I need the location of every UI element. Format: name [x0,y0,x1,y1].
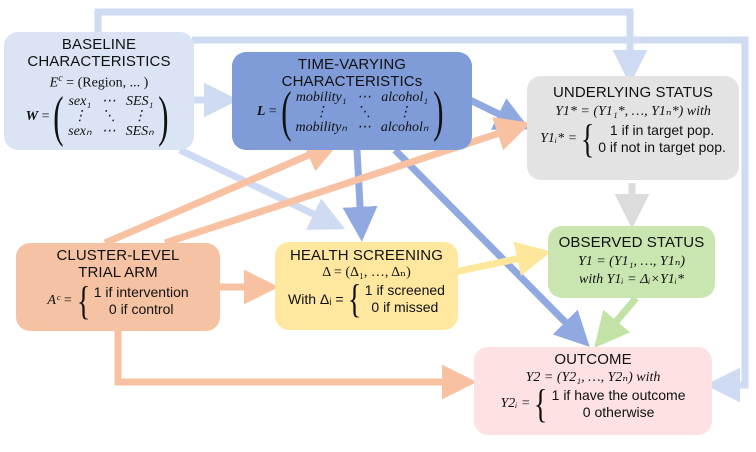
l-matrix-grid: mobility₁ ⋯ alcohol₁ ⋮ ⋱ ⋮ mobilityₙ ⋯ a… [295,90,428,135]
y1i-case-1: 1 if in target pop. [609,122,715,138]
node-cluster-level-trial-arm: CLUSTER-LEVEL TRIAL ARM Aᶜ = { 1 if inte… [16,243,220,331]
delta-brace: { [347,276,361,321]
y2i-lhs: Y2ᵢ = [500,396,531,411]
y1i-brace: { [580,116,595,161]
y1i-lhs: Y1ᵢ* = [540,131,578,146]
arrow-baseline-to-screening [178,146,346,230]
observed-y1-definition: Y1 = (Y1₁, …, Y1ₙ) [577,254,686,269]
node-health-screening: HEALTH SCREENING Δ = (Δ₁, …, Δₙ) With Δᵢ… [275,242,458,330]
y2i-brace: { [534,381,548,426]
screening-delta-definition: Δ = (Δ₁, …, Δₙ) [322,265,411,280]
ac-case-2: 0 if control [108,301,174,317]
delta-lhs: With Δᵢ = [288,291,344,307]
y2i-cases: 1 if have the outcome 0 otherwise [552,387,686,421]
outcome-y2i-cases: Y2ᵢ = { 1 if have the outcome 0 otherwis… [474,384,712,424]
arrow-timevarying-to-screening [342,149,378,242]
cluster-title-line1: CLUSTER-LEVEL [56,247,180,264]
w-cell: ⋯ [101,94,116,110]
l-equals: = [265,104,277,119]
timevarying-title-line1: TIME-VARYING [297,56,407,73]
underlying-title: UNDERLYING STATUS [552,84,714,101]
baseline-title-line1: BASELINE [61,36,137,53]
ac-case-1: 1 if intervention [93,284,189,300]
w-cell: ⋯ [101,124,116,140]
observed-title: OBSERVED STATUS [558,234,705,251]
arrow-timevarying-to-underlying [468,96,531,130]
screening-delta-cases: With Δᵢ = { 1 if screened 0 if missed [275,279,458,319]
baseline-ec-expression: Ec = (Region, ... ) [4,70,194,93]
y1i-case-2: 0 if not in target pop. [598,139,726,155]
y1i-cases: 1 if in target pop. 0 if not in target p… [598,122,726,156]
l-cell: ⋯ [356,119,371,135]
delta-case-2: 0 if missed [371,299,439,315]
observed-with-definition: with Y1ᵢ = Δᵢ×Y1ᵢ* [579,272,684,287]
node-time-varying-characteristics: TIME-VARYING CHARACTERISTICs L = ( mobil… [232,52,472,150]
w-cell: sexₙ [68,124,92,140]
l-cell: ⋯ [356,89,371,105]
l-cell: mobilityₙ [295,119,347,135]
node-baseline-characteristics: BASELINE CHARACTERISTICS Ec = (Region, .… [4,32,194,150]
w-cell: ⋮ [72,109,87,125]
outcome-title: OUTCOME [554,351,632,368]
l-cell: alcohol₁ [381,89,429,105]
l-cell: alcoholₙ [380,119,429,135]
l-right-paren: ) [432,81,443,143]
w-cell: SESₙ [125,124,154,140]
arrow-timevarying-to-outcome [392,147,590,347]
y2i-case-1: 1 if have the outcome [551,387,686,403]
baseline-title-line2: CHARACTERISTICS [27,53,171,70]
w-cell: sex₁ [68,94,92,110]
arrow-cluster-to-outcome [114,330,477,400]
l-cell: ⋱ [356,104,371,120]
arrow-screening-to-observed [454,241,552,276]
w-cell: ⋱ [101,109,116,125]
arrow-cluster-to-timevarying [103,139,341,247]
underlying-y1i-cases: Y1ᵢ* = { 1 if in target pop. 0 if not in… [527,119,739,159]
baseline-w-matrix: W = ( sex₁ ⋯ SES₁ ⋮ ⋱ ⋮ sexₙ ⋯ SESₙ ) [4,89,194,145]
w-matrix-grid: sex₁ ⋯ SES₁ ⋮ ⋱ ⋮ sexₙ ⋯ SESₙ [68,94,154,139]
ec-symbol: E [49,75,59,91]
l-cell: mobility₁ [295,89,347,105]
ec-superscript: c [58,73,63,84]
timevarying-title-line2: CHARACTERISTICs [281,73,423,90]
w-symbol: W [25,108,39,124]
w-equals: = [38,108,50,124]
underlying-y1star-definition: Y1* = (Y1₁*, …, Y1ₙ*) with [555,104,711,119]
ec-rest: = (Region, ... ) [62,75,149,91]
node-observed-status: OBSERVED STATUS Y1 = (Y1₁, …, Y1ₙ) with … [548,226,715,298]
arrow-baseline-to-outcome [192,36,749,403]
w-left-paren: ( [53,85,64,148]
screening-title: HEALTH SCREENING [289,247,443,264]
w-cell: ⋮ [132,109,147,125]
l-symbol: L [256,104,266,119]
cluster-title-line2: TRIAL ARM [78,264,158,281]
node-outcome: OUTCOME Y2 = (Y2₁, …, Y2ₙ) with Y2ᵢ = { … [474,347,712,435]
ac-cases: 1 if intervention 0 if control [94,284,189,318]
y2i-case-2: 0 otherwise [582,404,655,420]
ac-brace: { [76,278,90,323]
l-cell: ⋮ [314,104,329,120]
cluster-ac-cases: Aᶜ = { 1 if intervention 0 if control [16,281,220,321]
timevarying-l-matrix: L = ( mobility₁ ⋯ alcohol₁ ⋮ ⋱ ⋮ mobilit… [232,84,472,140]
l-left-paren: ( [280,81,292,143]
l-cell: ⋮ [397,104,412,120]
ac-lhs: Aᶜ = [47,293,73,308]
delta-case-1: 1 if screened [364,282,445,298]
arrow-observed-to-outcome [594,295,639,348]
w-right-paren: ) [157,85,169,148]
delta-cases: 1 if screened 0 if missed [365,282,445,316]
w-cell: SES₁ [125,94,154,110]
node-underlying-status: UNDERLYING STATUS Y1* = (Y1₁*, …, Y1ₙ*) … [527,76,739,180]
outcome-y2-definition: Y2 = (Y2₁, …, Y2ₙ) with [525,370,661,385]
